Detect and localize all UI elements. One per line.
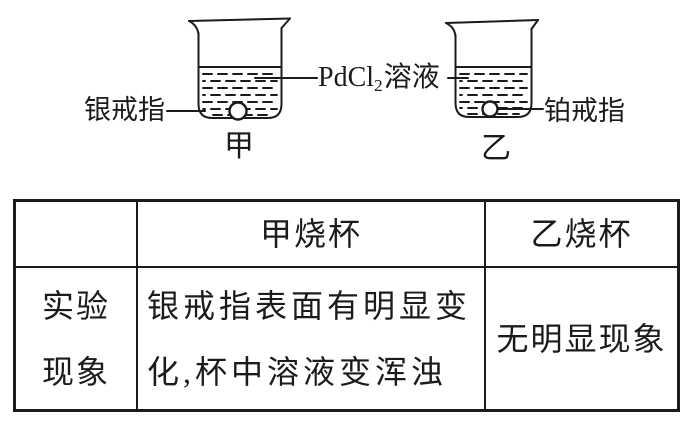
row-header-line2: 现象 xyxy=(41,353,110,390)
apparatus-diagram xyxy=(166,17,544,121)
table-corner-blank-cell xyxy=(16,202,138,268)
table-cell-yi-result: 无明显现象 xyxy=(496,320,667,357)
table-header-jia-beaker: 甲烧杯 xyxy=(138,202,486,268)
silver-ring-label: 银戒指 xyxy=(84,95,165,125)
beaker-jia-rim xyxy=(188,17,291,22)
results-table: 甲烧杯 乙烧杯 实验 现象 银戒指表面有明显变 化,杯中溶液变浑浊 无明显现象 xyxy=(13,199,680,412)
table-row-header-phenomena: 实验 现象 xyxy=(16,268,138,409)
beaker-jia-flare xyxy=(280,17,291,29)
row-header-line1: 实验 xyxy=(41,287,110,324)
beaker-jia xyxy=(188,17,291,121)
table-header-yi-beaker: 乙烧杯 xyxy=(486,202,677,268)
solution-formula: PdCl xyxy=(318,62,375,93)
beaker-yi-flare xyxy=(530,19,539,30)
beaker-yi-caption: 乙 xyxy=(481,132,511,165)
beaker-yi-rim xyxy=(445,19,539,24)
platinum-ring xyxy=(481,100,499,118)
jia-result-line2: 化,杯中溶液变浑浊 xyxy=(147,353,448,390)
beaker-yi xyxy=(445,19,539,118)
solution-formula-subscript: 2 xyxy=(374,75,383,95)
solution-suffix: 溶液 xyxy=(383,62,440,93)
platinum-ring-label: 铂戒指 xyxy=(544,96,625,126)
beaker-yi-spout xyxy=(445,22,457,38)
jia-result-line1: 银戒指表面有明显变 xyxy=(147,287,472,324)
silver-ring xyxy=(228,101,248,121)
beaker-jia-caption: 甲 xyxy=(224,130,254,163)
table-cell-jia-result: 银戒指表面有明显变 化,杯中溶液变浑浊 xyxy=(138,268,486,409)
solution-label: PdCl2溶液 xyxy=(318,62,440,95)
beaker-jia-spout xyxy=(188,20,200,36)
